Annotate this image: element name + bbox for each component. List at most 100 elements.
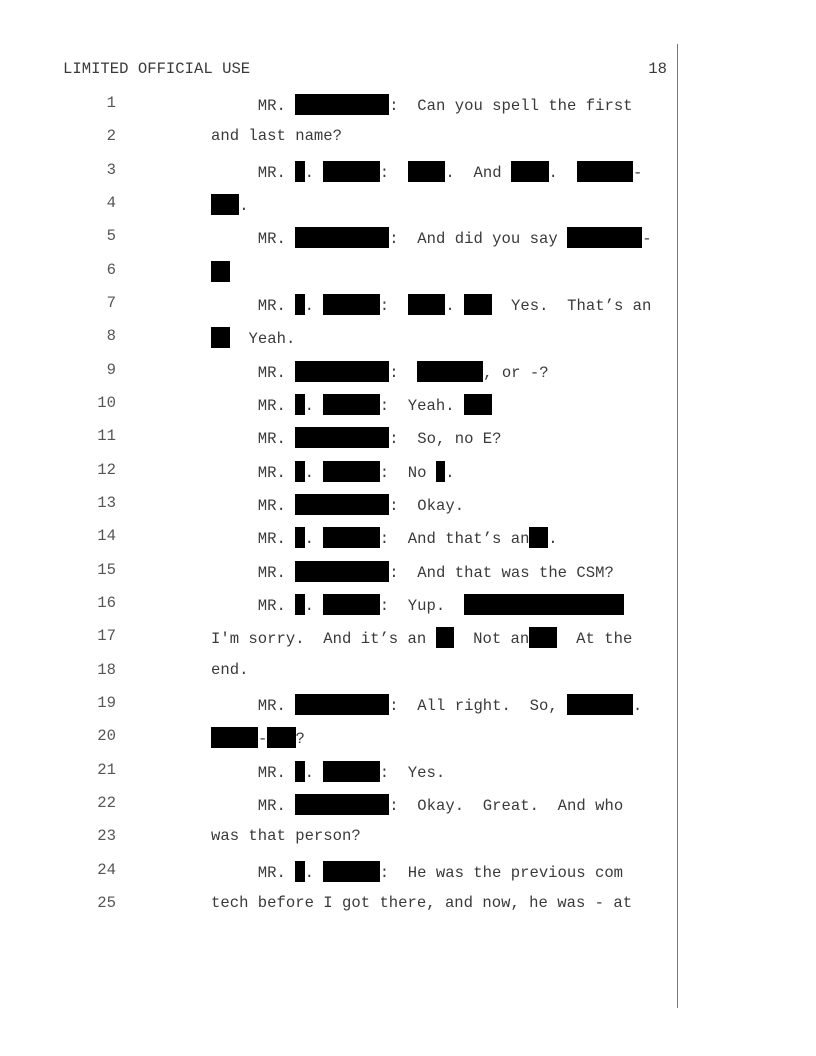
redaction-block (323, 527, 380, 549)
redaction-block (295, 593, 305, 615)
transcript-line: 3 MR. . : . And . - (0, 160, 680, 194)
redaction-block (295, 360, 390, 382)
margin-rule (677, 44, 678, 1008)
text-segment: : So, no E? (389, 430, 502, 449)
line-text: MR. . : He was the previous com (211, 860, 623, 882)
line-text: MR. . : And that’s an. (211, 527, 558, 549)
line-text: Yeah. (211, 327, 296, 349)
redaction-block (407, 160, 446, 182)
line-number: 12 (97, 460, 116, 479)
line-number: 15 (97, 560, 116, 579)
text-segment: . (445, 296, 465, 315)
text-segment: : And that was the CSM? (389, 563, 614, 582)
transcript-line: 16 MR. . : Yup. (0, 593, 680, 627)
transcript-line: 15 MR. : And that was the CSM? (0, 560, 680, 594)
line-number: 16 (97, 593, 116, 612)
redaction-block (323, 760, 380, 782)
text-segment: . (304, 863, 324, 882)
text-segment: . And (445, 163, 511, 182)
line-text: MR. . : . And . - (211, 160, 642, 182)
line-text: MR. . : Yes. (211, 760, 445, 782)
transcript-line: 13 MR. : Okay. (0, 493, 680, 527)
redaction-block (295, 760, 305, 782)
redaction-block (295, 460, 305, 482)
transcript-line: 20 -? (0, 727, 680, 760)
text-segment: : Yeah. (379, 396, 464, 415)
text-segment: . (548, 163, 577, 182)
line-text: MR. : Can you spell the first (211, 94, 633, 115)
line-text: and last name? (211, 127, 342, 145)
text-segment: MR. (211, 97, 296, 115)
line-number: 13 (97, 493, 116, 512)
text-segment: . (304, 530, 324, 549)
text-segment: : Can you spell the first (389, 97, 633, 115)
redaction-block (510, 160, 549, 182)
line-text: MR. : So, no E? (211, 427, 502, 449)
line-text: end. (211, 661, 248, 679)
redaction-block (323, 160, 380, 182)
text-segment: tech before I got there, and now, he was… (211, 893, 633, 912)
line-number: 19 (97, 693, 116, 712)
redaction-block (576, 160, 633, 182)
transcript-line: 14 MR. . : And that’s an. (0, 527, 680, 560)
text-segment: : Okay. Great. And who (389, 796, 624, 815)
text-segment: : All right. So, (389, 696, 568, 715)
redaction-block (464, 293, 493, 315)
line-number: 17 (97, 627, 116, 646)
redaction-block (323, 860, 380, 882)
transcript-line: 10 MR. . : Yeah. (0, 393, 680, 427)
line-text: MR. : , or -? (211, 360, 549, 382)
text-segment: Yeah. (229, 330, 296, 349)
transcript-line: 21 MR. . : Yes. (0, 760, 680, 794)
line-text: MR. : Okay. Great. And who (211, 793, 624, 815)
text-segment: : (389, 363, 418, 382)
transcript-line: 19 MR. : All right. So, . (0, 693, 680, 727)
line-number: 25 (97, 893, 116, 912)
redaction-block (211, 260, 230, 282)
line-text: -? (211, 727, 305, 749)
redaction-block (323, 393, 380, 415)
text-segment: . (548, 530, 558, 549)
text-segment: MR. (211, 363, 296, 382)
transcript-line: 22 MR. : Okay. Great. And who (0, 793, 680, 827)
text-segment: : Okay. (389, 496, 465, 515)
transcript-line: 1 MR. : Can you spell the first (0, 94, 680, 127)
text-segment: : And that’s an (379, 530, 530, 549)
redaction-block (463, 393, 493, 415)
text-segment: . (304, 296, 324, 315)
line-number: 9 (106, 360, 116, 379)
line-number: 24 (97, 860, 116, 879)
text-segment: ? (295, 730, 305, 749)
text-segment: MR. (211, 296, 296, 315)
text-segment: - (642, 230, 652, 249)
line-number: 23 (97, 827, 116, 846)
line-text: MR. . : No . (211, 460, 455, 482)
line-number: 5 (106, 227, 116, 246)
text-segment: . (304, 163, 324, 182)
line-number: 4 (106, 193, 116, 212)
line-number: 21 (97, 760, 116, 779)
text-segment: : Yup. (379, 596, 464, 615)
line-number: 6 (106, 260, 116, 279)
text-segment: - (258, 730, 268, 749)
redaction-block (295, 493, 390, 515)
page-number: 18 (648, 60, 667, 78)
text-segment: MR. (211, 463, 296, 482)
text-segment: . (632, 696, 643, 715)
line-number: 10 (97, 393, 116, 412)
redaction-block (295, 393, 305, 415)
transcript-line: 5 MR. : And did you say - (0, 227, 680, 260)
line-text: . (211, 193, 249, 215)
redaction-block (295, 560, 390, 582)
transcript-line: 9 MR. : , or -? (0, 360, 680, 394)
line-number: 1 (106, 94, 116, 112)
redaction-block (407, 293, 446, 315)
text-segment: MR. (211, 396, 296, 415)
redaction-block (211, 727, 258, 749)
text-segment: : No (379, 463, 436, 482)
redaction-block (295, 227, 390, 249)
line-number: 20 (97, 727, 116, 746)
